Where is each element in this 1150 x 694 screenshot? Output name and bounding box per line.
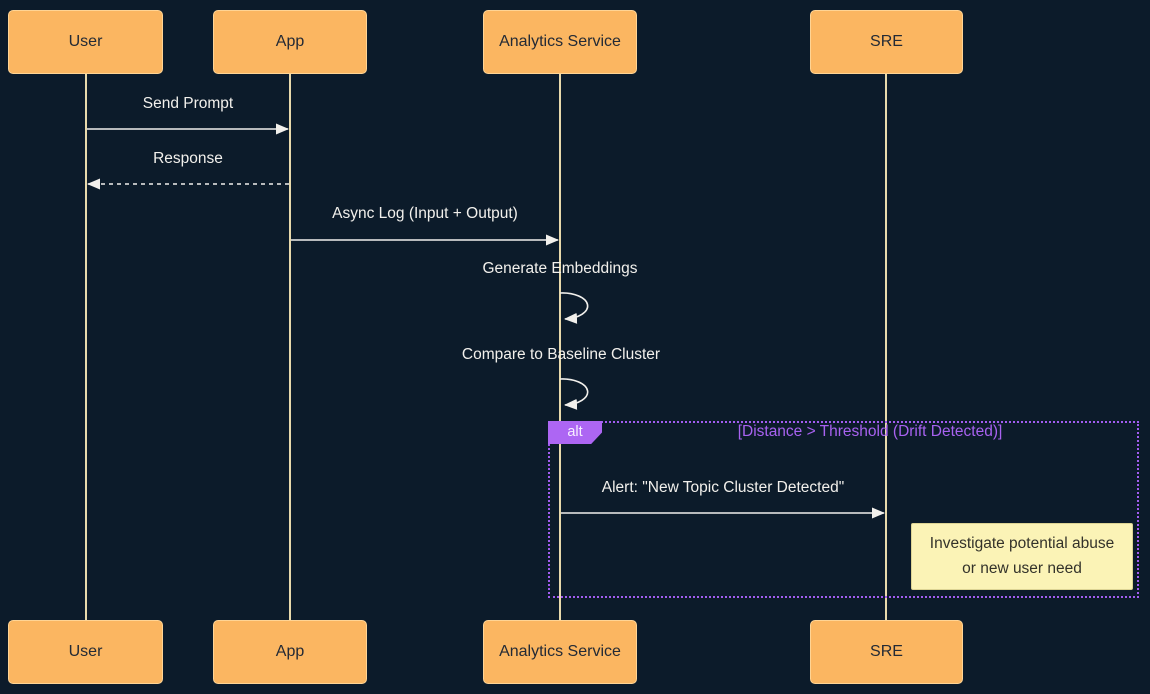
note-line-2: or new user need	[962, 559, 1082, 577]
message-label-generate-embeddings: Generate Embeddings	[482, 260, 638, 277]
message-label-alert: Alert: "New Topic Cluster Detected"	[601, 479, 845, 496]
actor-bottom-sre: SRE	[810, 620, 963, 684]
note-line-1: Investigate potential abuse	[929, 535, 1115, 553]
message-label-async-log: Async Log (Input + Output)	[332, 205, 518, 222]
alt-fragment-condition: [Distance > Threshold (Drift Detected)]	[737, 423, 1003, 440]
actor-top-user: User	[8, 10, 163, 74]
actor-bottom-analytics-service: Analytics Service	[483, 620, 637, 684]
actor-bottom-app: App	[213, 620, 367, 684]
actor-bottom-user: User	[8, 620, 163, 684]
actor-top-sre: SRE	[810, 10, 963, 74]
note-investigate: Investigate potential abuse or new user …	[911, 523, 1133, 590]
self-loop-generate-embeddings	[559, 292, 589, 324]
alt-fragment-label: alt	[548, 421, 602, 444]
actor-top-app: App	[213, 10, 367, 74]
message-label-compare-baseline: Compare to Baseline Cluster	[461, 346, 661, 363]
alt-fragment-frame	[548, 421, 1139, 598]
self-loop-compare-baseline	[559, 378, 589, 410]
message-label-response: Response	[153, 150, 223, 167]
message-label-send-prompt: Send Prompt	[142, 95, 234, 112]
actor-top-analytics-service: Analytics Service	[483, 10, 637, 74]
